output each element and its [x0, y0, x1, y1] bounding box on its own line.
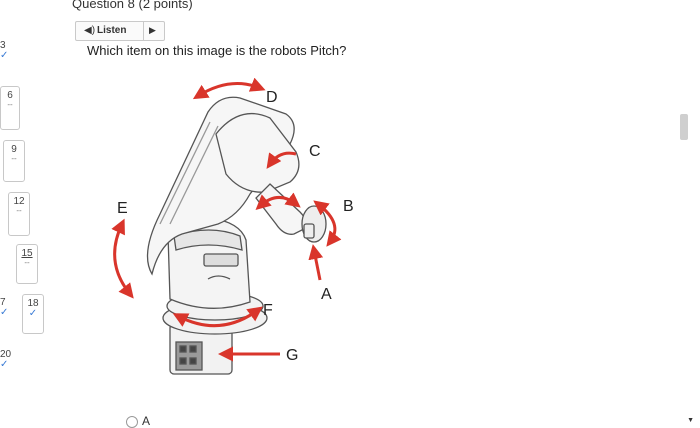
speaker-icon: ◀︎): [84, 25, 96, 36]
nav-item-status: --: [16, 206, 22, 215]
nav-item-number: 6: [7, 90, 13, 101]
question-title: Question 8 (2 points): [72, 0, 193, 11]
nav-item-9[interactable]: 9 --: [3, 140, 25, 182]
nav-item-7[interactable]: 7 ✓: [0, 297, 8, 318]
nav-item-status: --: [11, 154, 17, 163]
nav-item-number: 9: [11, 144, 17, 155]
nav-item-12[interactable]: 12 --: [8, 192, 30, 236]
listen-divider: [143, 21, 144, 41]
check-icon: ✓: [0, 50, 9, 61]
figure-label-c: C: [309, 143, 321, 160]
check-icon: ✓: [28, 308, 38, 319]
figure-label-g: G: [286, 347, 298, 364]
option-a-label[interactable]: A: [142, 414, 151, 428]
nav-item-number: 12: [13, 196, 25, 207]
scroll-down-icon[interactable]: ▼: [687, 417, 694, 424]
figure-label-a: A: [321, 286, 332, 303]
nav-item-status: --: [24, 258, 30, 267]
nav-item-15[interactable]: 15 --: [16, 244, 38, 284]
nav-item-number: 3: [0, 40, 6, 51]
scrollbar-thumb[interactable]: [680, 114, 688, 140]
figure-label-f: F: [263, 302, 273, 319]
motion-arrows: [111, 77, 342, 362]
nav-item-20[interactable]: 20 ✓: [0, 349, 11, 370]
arrow-b: [313, 200, 342, 247]
arrow-f: [172, 306, 263, 328]
arrow-a: [308, 244, 324, 281]
figure-label-d: D: [266, 89, 278, 106]
scrollbar[interactable]: [680, 0, 692, 428]
nav-item-number: 20: [0, 349, 12, 360]
arrow-c-wrist: [255, 192, 301, 210]
nav-item-number: 15: [21, 248, 33, 259]
nav-item-18[interactable]: 18 ✓: [22, 294, 44, 334]
nav-item-3[interactable]: 3 ✓: [0, 40, 8, 61]
arrow-d: [192, 77, 266, 100]
robot-wrist: [301, 205, 327, 243]
listen-label: Listen: [97, 25, 127, 36]
arrow-c: [266, 151, 297, 169]
figure-label-b: B: [343, 198, 354, 215]
nav-item-number: 7: [0, 297, 6, 308]
nav-item-number: 18: [27, 298, 39, 309]
play-icon[interactable]: ▶: [149, 25, 156, 35]
question-nav-rail: 3 ✓ 6 -- 9 -- 12 -- 15 -- 7 ✓ 18 ✓ 20 ✓: [0, 0, 50, 428]
check-icon: ✓: [0, 307, 9, 318]
nav-item-status: --: [7, 100, 13, 109]
check-icon: ✓: [0, 359, 9, 370]
listen-button[interactable]: ◀︎) Listen ▶: [75, 21, 165, 41]
arrow-e: [111, 218, 134, 299]
question-text: Which item on this image is the robots P…: [87, 43, 347, 58]
nav-item-6[interactable]: 6 --: [0, 86, 20, 130]
robot-arm-figure: D C B E A F G: [111, 77, 354, 375]
figure-label-e: E: [117, 200, 128, 217]
option-a-radio[interactable]: [126, 416, 138, 428]
